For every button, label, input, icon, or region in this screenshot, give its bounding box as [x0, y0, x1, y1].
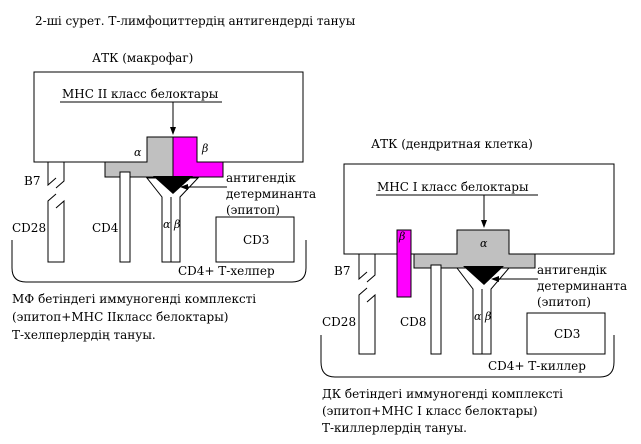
right-caption-line2: (эпитоп+МНС I класс белоктары) [322, 404, 538, 418]
left-cd3-box [215, 216, 295, 263]
right-epitope-label-line1: антигендік [537, 263, 607, 277]
left-epitope-label-line2: детерминанта [226, 187, 316, 201]
left-mhc-alpha-symbol: α [134, 146, 142, 159]
right-cd3-label: CD3 [554, 327, 580, 341]
right-epitope-label-line2: детерминанта [537, 279, 627, 293]
left-b7-cd28-receptor [47, 162, 65, 263]
left-caption-line2: (эпитоп+МНС IIкласс белоктары) [12, 310, 228, 324]
left-mhc-label: МНС II класс белоктары [62, 87, 219, 101]
left-apc-label: АТК (макрофаг) [92, 51, 193, 65]
left-cd28-label: CD28 [12, 221, 46, 235]
left-epitope-label-line3: (эпитоп) [226, 203, 280, 217]
left-caption-line1: МФ бетіндегі иммуногенді комплексті [12, 292, 256, 306]
left-b7-label: В7 [24, 174, 40, 188]
right-cd8-molecule [430, 264, 442, 355]
right-tcr-receptor [455, 267, 511, 355]
left-epitope-arrowhead [180, 184, 188, 190]
right-mhc-alpha-symbol: α [480, 237, 488, 250]
left-tcr-receptor [145, 177, 200, 263]
left-mhc-arrowhead [170, 127, 176, 135]
right-b7-cd28-receptor [358, 254, 376, 355]
left-panel: АТК (макрофаг) МНС II класс белоктары α … [11, 51, 316, 342]
left-cd4-label: CD4 [92, 221, 119, 235]
right-tcr-beta-symbol: β [484, 310, 491, 323]
right-caption-line3: Т-киллерлердің тануы. [322, 421, 467, 435]
left-tcr-alpha-symbol: α [163, 218, 171, 231]
left-tcr-beta-symbol: β [173, 218, 180, 231]
right-mhc-beta-symbol: β [398, 230, 405, 243]
right-cell-label: CD4+ Т-киллер [488, 359, 586, 373]
right-mhc-arrowhead [481, 220, 487, 228]
right-caption-line1: ДК бетіндегі иммуногенді комплексті [322, 387, 563, 401]
right-cd28-label: CD28 [322, 315, 356, 329]
left-cd3-label: CD3 [243, 233, 269, 247]
right-epitope [463, 266, 504, 285]
right-tcr-alpha-symbol: α [474, 310, 482, 323]
left-mhc-beta-symbol: β [201, 142, 208, 155]
right-cd8-label: CD8 [400, 315, 426, 329]
right-epitope-label-line3: (эпитоп) [537, 295, 591, 309]
right-cd3-box [526, 312, 606, 355]
right-mhc-beta-chain [396, 229, 412, 298]
figure-title: 2-ші сурет. Т-лимфоциттердің антигендерд… [35, 14, 356, 28]
right-b7-label: В7 [334, 264, 350, 278]
left-epitope-label-line1: антигендік [226, 171, 296, 185]
left-caption-line3: Т-хелперлердің тануы. [12, 328, 156, 342]
left-cd4-molecule [119, 171, 131, 263]
left-cell-label: CD4+ Т-хелпер [178, 264, 275, 278]
right-panel: АТК (дендритная клетка) МНС I класс бело… [320, 137, 627, 435]
right-apc-label: АТК (дендритная клетка) [371, 137, 533, 151]
right-mhc-label: МНС I класс белоктары [377, 180, 529, 194]
right-mhc-alpha-chain [413, 229, 536, 269]
left-epitope [153, 176, 193, 194]
right-epitope-arrowhead [491, 276, 499, 282]
